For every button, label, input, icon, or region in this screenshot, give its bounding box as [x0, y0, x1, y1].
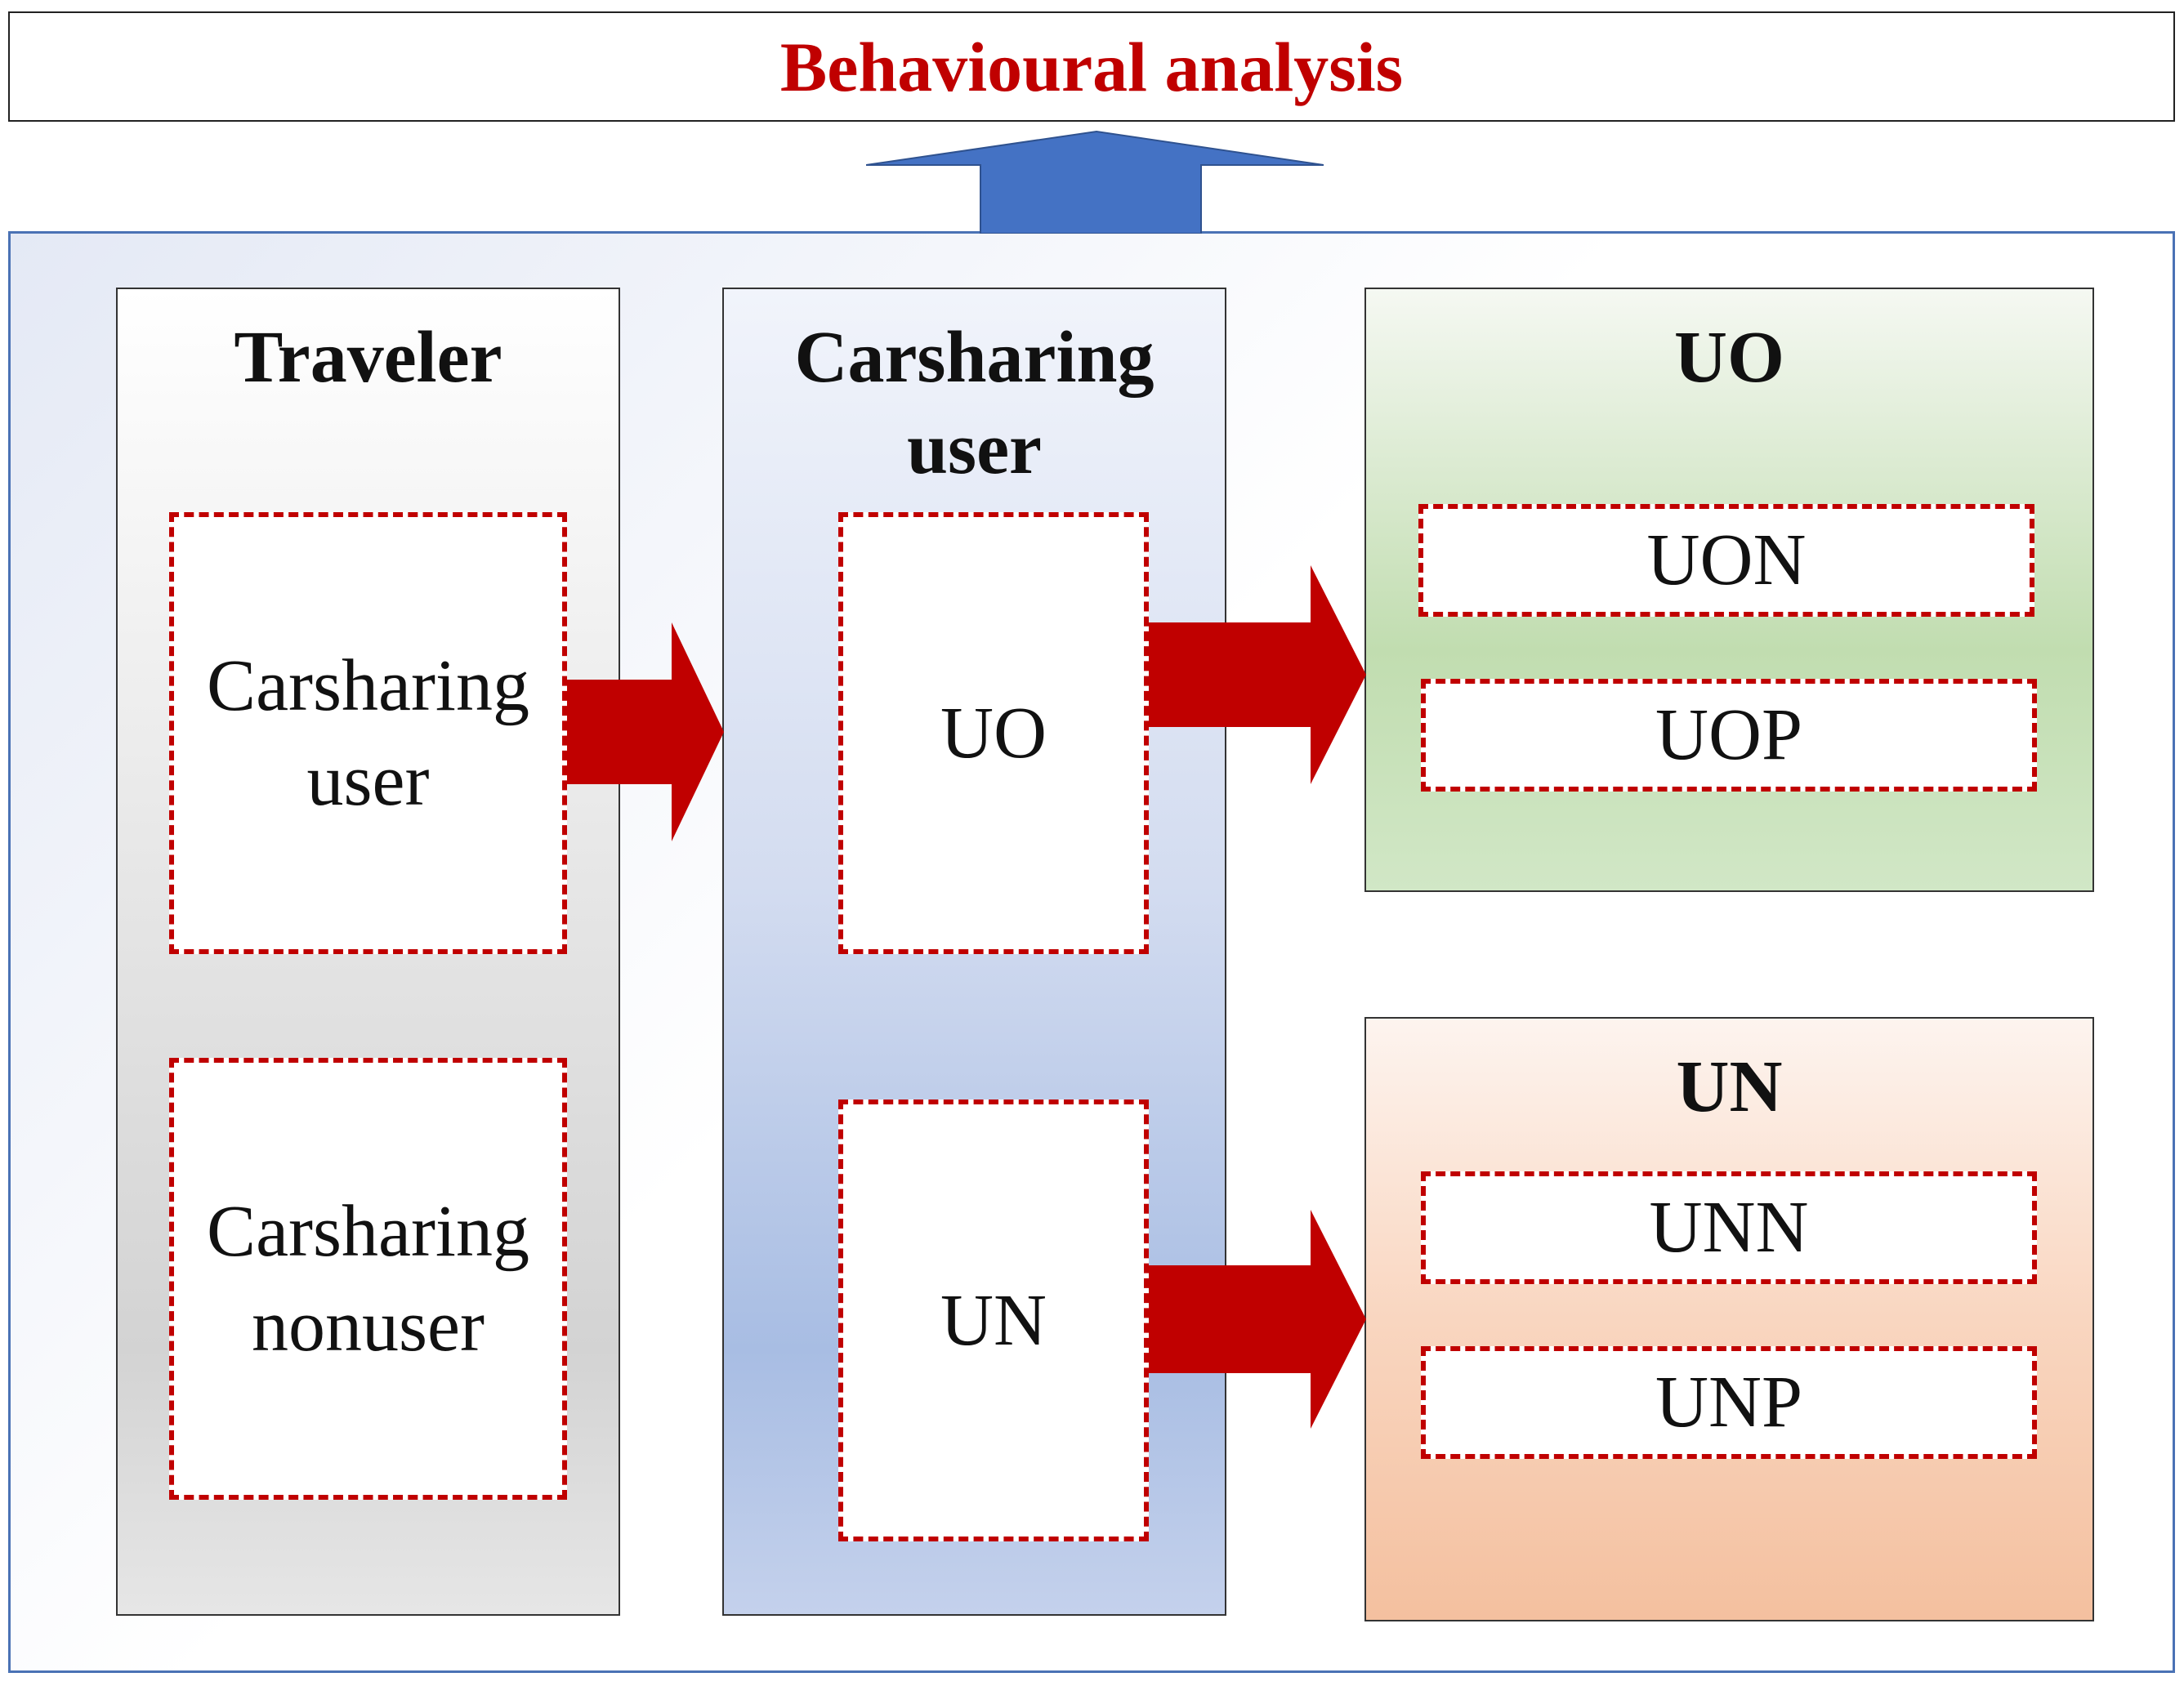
behavioural-analysis-box: Behavioural analysis [8, 11, 2175, 122]
unp-box: UNP [1421, 1346, 2037, 1459]
carsharing-nonuser-line2: nonuser [252, 1285, 485, 1367]
diagram-title: Behavioural analysis [779, 27, 1404, 106]
uop-box: UOP [1421, 679, 2037, 792]
un-box: UN [838, 1099, 1149, 1541]
uo-group-title: UO [1674, 317, 1784, 398]
unn-label: UNN [1649, 1187, 1809, 1268]
un-label: UN [940, 1279, 1047, 1361]
uon-label: UON [1646, 520, 1807, 600]
carsharing-user-box: Carsharing user [169, 512, 567, 954]
traveler-to-carsharing-arrow-icon [567, 622, 724, 841]
un-group-column: UN [1364, 1017, 2094, 1621]
carsharing-user-line2: user [306, 739, 430, 821]
unn-box: UNN [1421, 1171, 2037, 1284]
traveler-title: Traveler [234, 317, 502, 398]
uon-box: UON [1418, 504, 2034, 617]
uo-to-uo-group-arrow-icon [1149, 565, 1366, 784]
carsharing-user-title-line2: user [907, 408, 1042, 489]
uo-label: UO [940, 692, 1047, 774]
carsharing-user-line1: Carsharing [207, 645, 529, 726]
uop-label: UOP [1655, 694, 1803, 775]
carsharing-nonuser-line1: Carsharing [207, 1190, 529, 1272]
un-group-title: UN [1676, 1046, 1783, 1127]
uo-box: UO [838, 512, 1149, 954]
carsharing-user-title-line1: Carsharing [794, 317, 1155, 398]
up-arrow-icon [866, 130, 1324, 234]
un-to-un-group-arrow-icon [1149, 1210, 1366, 1429]
unp-label: UNP [1655, 1362, 1803, 1443]
carsharing-nonuser-box: Carsharing nonuser [169, 1058, 567, 1500]
